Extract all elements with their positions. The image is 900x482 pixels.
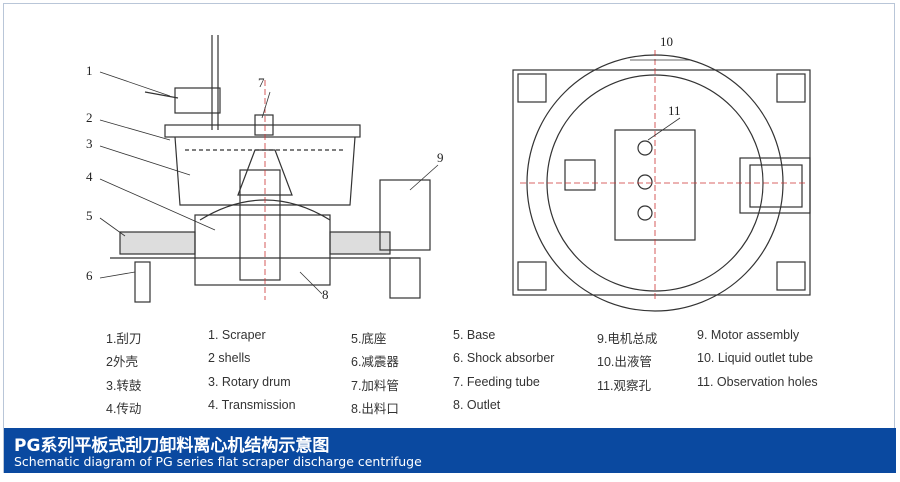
legend-cn-8: 8.出料口 [351, 402, 399, 416]
legend-en-3: 3. Rotary drum [208, 375, 291, 389]
legend-cn-10: 10.出液管 [597, 355, 652, 369]
callout-6: 6 [86, 268, 93, 283]
centrifuge-diagram [99, 35, 811, 312]
top-view-drawing [512, 50, 811, 312]
legend-en-9: 9. Motor assembly [697, 328, 800, 342]
callout-5: 5 [86, 208, 93, 223]
callout-9: 9 [437, 150, 444, 165]
legend-en-10: 10. Liquid outlet tube [697, 351, 814, 365]
banner-title-cn: PG系列平板式刮刀卸料离心机结构示意图 [14, 436, 330, 456]
callout-8: 8 [322, 287, 329, 302]
callout-4: 4 [86, 169, 93, 184]
legend-cn-11: 11.观察孔 [597, 379, 651, 393]
callout-11: 11 [668, 103, 681, 118]
legend-cn-9: 9.电机总成 [597, 332, 658, 346]
legend-cn-6: 6.减震器 [351, 355, 399, 369]
legend-en-1: 1. Scraper [208, 328, 266, 342]
legend-cn-4: 4.传动 [106, 402, 142, 416]
banner-title-en: Schematic diagram of PG series flat scra… [14, 454, 422, 469]
legend-cn-5: 5.底座 [351, 332, 387, 346]
legend-cn-7: 7.加料管 [351, 379, 399, 393]
legend-en-4: 4. Transmission [208, 398, 296, 412]
legend-en-6: 6. Shock absorber [453, 351, 555, 365]
legend-en-2: 2 shells [208, 351, 251, 365]
callout-10: 10 [660, 34, 673, 49]
callout-1: 1 [86, 63, 93, 78]
legend-en-11: 11. Observation holes [697, 375, 818, 389]
callout-2: 2 [86, 110, 93, 125]
legend-cn-3: 3.转鼓 [106, 379, 142, 393]
callout-7: 7 [258, 75, 265, 90]
legend-cn-2: 2外壳 [106, 355, 138, 369]
side-view-drawing [99, 35, 439, 303]
callout-3: 3 [86, 136, 93, 151]
legend-cn-1: 1.刮刀 [106, 332, 142, 346]
legend-en-8: 8. Outlet [453, 398, 501, 412]
legend-en-5: 5. Base [453, 328, 496, 342]
title-banner: PG系列平板式刮刀卸料离心机结构示意图 Schematic diagram of… [4, 428, 896, 473]
legend-en-7: 7. Feeding tube [453, 375, 540, 389]
